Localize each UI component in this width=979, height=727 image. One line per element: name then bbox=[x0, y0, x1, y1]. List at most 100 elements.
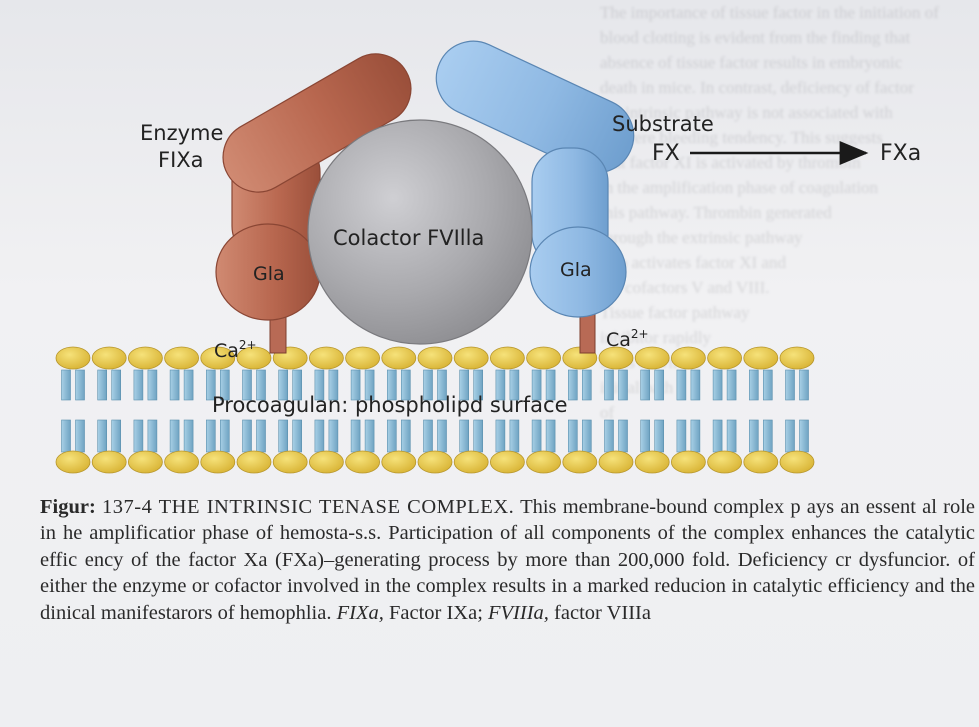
lipid-tail bbox=[134, 370, 143, 400]
lipid-tail bbox=[474, 420, 483, 452]
lipid-tail bbox=[800, 370, 809, 400]
lipid-tail bbox=[438, 420, 447, 452]
lipid-tail bbox=[727, 420, 736, 452]
lipid-tail bbox=[98, 420, 107, 452]
lipid-head bbox=[527, 347, 561, 369]
fx-label: FX bbox=[652, 141, 680, 166]
lipid-head bbox=[346, 347, 380, 369]
lipid-head bbox=[780, 347, 814, 369]
lipid-tail bbox=[496, 420, 505, 452]
lipid-tail bbox=[532, 420, 541, 452]
lipid-head bbox=[92, 347, 126, 369]
lipid-tail bbox=[134, 420, 143, 452]
lipid-head bbox=[780, 451, 814, 473]
lipid-head bbox=[309, 451, 343, 473]
lipid-tail bbox=[365, 420, 374, 452]
lipid-head bbox=[418, 347, 452, 369]
lipid-head bbox=[273, 451, 307, 473]
lipid-tail bbox=[206, 420, 215, 452]
lipid-head bbox=[165, 451, 199, 473]
fxa-label: FXa bbox=[880, 141, 921, 166]
cofactor-label: Colactor FVIlla bbox=[333, 226, 484, 250]
lipid-head bbox=[309, 347, 343, 369]
lipid-tail bbox=[510, 420, 519, 452]
lipid-head bbox=[128, 451, 162, 473]
lipid-tail bbox=[605, 420, 614, 452]
lipid-tail bbox=[460, 420, 469, 452]
lipid-tail bbox=[605, 370, 614, 400]
caption-abbr-fixa-text: Factor IXa; bbox=[389, 602, 483, 624]
lipid-tail bbox=[619, 370, 628, 400]
lipid-tail bbox=[170, 420, 179, 452]
lipid-tail bbox=[691, 420, 700, 452]
lipid-tail bbox=[351, 420, 360, 452]
lipid-tail bbox=[641, 420, 650, 452]
lipid-head bbox=[418, 451, 452, 473]
lipid-tail bbox=[677, 370, 686, 400]
lipid-head bbox=[382, 451, 416, 473]
gla-right-label: Gla bbox=[560, 259, 592, 281]
lipid-head bbox=[744, 347, 778, 369]
lipid-tail bbox=[749, 420, 758, 452]
caption-abbr-fviiia: FVIIIa, bbox=[488, 602, 549, 624]
lipid-tail bbox=[293, 420, 302, 452]
lipid-head bbox=[92, 451, 126, 473]
substrate-label: Substrate bbox=[612, 112, 714, 136]
lipid-tail bbox=[424, 420, 433, 452]
caption-abbr-fviiia-text: factor VIIIa bbox=[554, 602, 651, 624]
lipid-tail bbox=[749, 370, 758, 400]
lipid-head bbox=[346, 451, 380, 473]
lipid-tail bbox=[546, 420, 555, 452]
lipid-tail bbox=[582, 420, 591, 452]
lipid-head bbox=[708, 347, 742, 369]
lipid-tail bbox=[76, 420, 85, 452]
lipid-tail bbox=[315, 420, 324, 452]
caption-title: 137-4 THE INTRINSIC TENASE COMPLEX. bbox=[102, 496, 514, 518]
lipid-head bbox=[708, 451, 742, 473]
lipid-tail bbox=[727, 370, 736, 400]
lipid-head bbox=[671, 451, 705, 473]
lipid-tail bbox=[786, 370, 795, 400]
lipid-tail bbox=[568, 370, 577, 400]
gla-left-label: Gla bbox=[253, 263, 285, 285]
lipid-head bbox=[454, 451, 488, 473]
lipid-head bbox=[128, 347, 162, 369]
lipid-tail bbox=[401, 420, 410, 452]
lipid-tail bbox=[619, 420, 628, 452]
lipid-head bbox=[527, 451, 561, 473]
enzyme-label-line2: FIXa bbox=[158, 148, 204, 172]
lipid-tail bbox=[641, 370, 650, 400]
enzyme-label-line1: Enzyme bbox=[140, 121, 223, 145]
lipid-head bbox=[490, 451, 524, 473]
lipid-tail bbox=[170, 370, 179, 400]
lipid-head bbox=[56, 347, 90, 369]
lipid-tail bbox=[387, 420, 396, 452]
lipid-tail bbox=[220, 420, 229, 452]
lipid-tail bbox=[62, 370, 71, 400]
lipid-tail bbox=[76, 370, 85, 400]
lipid-tail bbox=[112, 420, 121, 452]
lipid-head bbox=[454, 347, 488, 369]
lipid-tail bbox=[763, 420, 772, 452]
lipid-tail bbox=[655, 420, 664, 452]
lipid-tail bbox=[763, 370, 772, 400]
figure-caption: Figur: 137-4 THE INTRINSIC TENASE COMPLE… bbox=[40, 494, 975, 626]
lipid-tail bbox=[148, 420, 157, 452]
lipid-tail bbox=[582, 370, 591, 400]
lipid-tail bbox=[568, 420, 577, 452]
lipid-tail bbox=[148, 370, 157, 400]
lipid-head bbox=[599, 451, 633, 473]
lipid-head bbox=[382, 347, 416, 369]
caption-abbr-fixa: FIXa, bbox=[337, 602, 384, 624]
ca-right-label: Ca2+ bbox=[606, 327, 649, 351]
lipid-tail bbox=[98, 370, 107, 400]
lipid-tail bbox=[800, 420, 809, 452]
tenase-complex-diagram: Enzyme FIXa Substrate FX FXa Colactor FV… bbox=[0, 0, 979, 490]
lipid-head bbox=[635, 451, 669, 473]
lipid-tail bbox=[655, 370, 664, 400]
lipid-tail bbox=[243, 420, 252, 452]
lipid-tail bbox=[257, 420, 266, 452]
lipid-head bbox=[201, 451, 235, 473]
lipid-head bbox=[165, 347, 199, 369]
lipid-head bbox=[635, 347, 669, 369]
